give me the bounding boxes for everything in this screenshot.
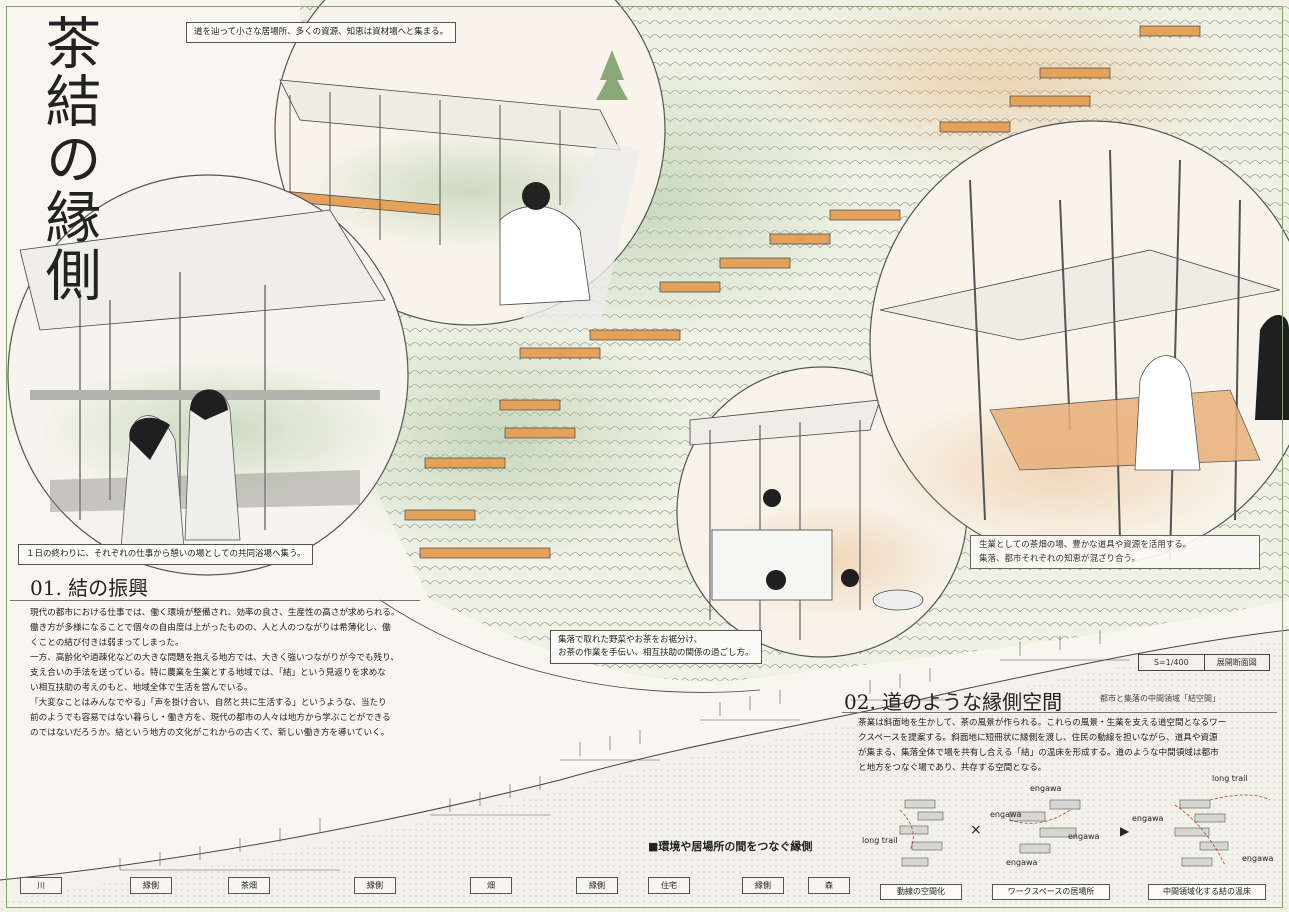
caption-center-line: お茶の作業を手伝い、相互扶助の関係の過ごし方。 bbox=[558, 648, 754, 658]
section1-heading: 01. 結の振興 bbox=[30, 576, 149, 600]
section-label-housing: 住宅 bbox=[648, 877, 690, 894]
section2-rule bbox=[842, 712, 1277, 713]
section2-line: 茶業は斜面地を生かして、茶の風景が作られる。これらの風景・生業を支える道空間とな… bbox=[858, 718, 1227, 728]
scale-label: S=1/400 展開断面図 bbox=[1138, 654, 1270, 671]
section-label-engawa: 縁側 bbox=[576, 877, 618, 894]
diagram-term-long-trail: long trail bbox=[862, 836, 898, 845]
scale-drawing-name: 展開断面図 bbox=[1216, 658, 1257, 667]
diagram-label-circulation: 動線の空間化 bbox=[880, 884, 962, 900]
caption-center-line: 集落で取れた野菜やお茶をお裾分け、 bbox=[558, 635, 703, 645]
section1-line: 現代の都市における仕事では、働く環境が整備され、効率の良さ、生産性の高さが求めら… bbox=[30, 608, 400, 618]
diagram-operator-arrow: ▶ bbox=[1120, 824, 1130, 838]
diagram-operator-cross: × bbox=[970, 822, 982, 838]
section2-body: 茶業は斜面地を生かして、茶の風景が作られる。これらの風景・生業を支える道空間とな… bbox=[858, 716, 1278, 776]
section1-line: のではないだろうか。結という地方の文化がこれからの古くて、新しい働き方を導いてい… bbox=[30, 728, 390, 738]
section-label-engawa: 縁側 bbox=[354, 877, 396, 894]
section-label-tea-field: 茶畑 bbox=[228, 877, 270, 894]
caption-right-scene: 生業としての茶畑の場、豊かな道具や資源を活用する。 集落、都市それぞれの知恵が混… bbox=[970, 535, 1260, 569]
diagram-term-engawa: engawa bbox=[1006, 858, 1038, 867]
section1-rule bbox=[10, 600, 420, 601]
section1-line: 一方、高齢化や過疎化などの大きな問題を抱える地方では、大きく強いつながりが今でも… bbox=[30, 653, 399, 663]
section2-line: クスペースを提案する。斜面地に短冊状に縁側を渡し、住民の動線を担いながら、道具や… bbox=[858, 733, 1218, 743]
caption-center-scene: 集落で取れた野菜やお茶をお裾分け、 お茶の作業を手伝い、相互扶助の関係の過ごし方… bbox=[550, 630, 762, 664]
diagram-term-engawa: engawa bbox=[1068, 832, 1100, 841]
section1-line: 支え合いの手法を送っている。特に農業を生業とする地域では、「結」という見返りを求… bbox=[30, 668, 386, 678]
section1-line: 前のようでも容易ではない暮らし・働き方を、現代の都市の人々は地方から学ぶことがで… bbox=[30, 713, 391, 723]
board-title: 茶結の縁側 bbox=[36, 14, 101, 304]
engawa-connection-heading: ■環境や居場所の間をつなぐ縁側 bbox=[648, 840, 813, 853]
section1-line: い相互扶助の考えのもと、地域全体で生活を営んでいる。 bbox=[30, 683, 253, 693]
caption-right-line: 集落、都市それぞれの知恵が混ざり合う。 bbox=[979, 554, 1140, 564]
section2-heading: 02. 道のような縁側空間 bbox=[844, 690, 1063, 714]
caption-left-scene: １日の終わりに、それぞれの仕事から憩いの場としての共同浴場へ集う。 bbox=[18, 544, 314, 565]
section2-subheading: 都市と集落の中間領域「結空間」 bbox=[1100, 694, 1220, 703]
section1-line: くことの結び付きは弱まってしまった。 bbox=[30, 638, 184, 648]
caption-top-scene: 道を辿って小さな居場所、多くの資源、知恵は資材場へと集まる。 bbox=[186, 22, 457, 43]
diagram-term-long-trail: long trail bbox=[1212, 774, 1248, 783]
section2-line: が集まる、集落全体で場を共有し合える「結」の温床を形成する。道のような中間領域は… bbox=[858, 748, 1219, 758]
caption-right-line: 生業としての茶畑の場、豊かな道具や資源を活用する。 bbox=[979, 540, 1192, 550]
section1-line: 「大変なことはみんなでやる」「声を掛け合い、自然と共に生活する」というような、当… bbox=[30, 698, 387, 708]
diagram-term-engawa: engawa bbox=[1242, 854, 1274, 863]
diagram-term-engawa: engawa bbox=[1132, 814, 1164, 823]
scale-value: S=1/400 bbox=[1139, 655, 1205, 670]
section-label-engawa: 縁側 bbox=[130, 877, 172, 894]
section1-body: 現代の都市における仕事では、働く環境が整備され、効率の良さ、生産性の高さが求めら… bbox=[30, 606, 430, 741]
section-label-field: 畑 bbox=[470, 877, 512, 894]
section2-line: と地方をつなぐ場であり、共存する空間となる。 bbox=[858, 763, 1047, 773]
section-label-river: 川 bbox=[20, 877, 62, 894]
diagram-label-workspace: ワークスペースの居場所 bbox=[992, 884, 1110, 900]
diagram-term-engawa: engawa bbox=[990, 810, 1022, 819]
section1-line: 働き方が多様になることで個々の自由度は上がったものの、人と人のつながりは希薄化し… bbox=[30, 623, 391, 633]
diagram-label-intermediate: 中間領域化する結の温床 bbox=[1148, 884, 1266, 900]
section-label-forest: 森 bbox=[808, 877, 850, 894]
diagram-term-engawa: engawa bbox=[1030, 784, 1062, 793]
section-label-engawa: 縁側 bbox=[742, 877, 784, 894]
